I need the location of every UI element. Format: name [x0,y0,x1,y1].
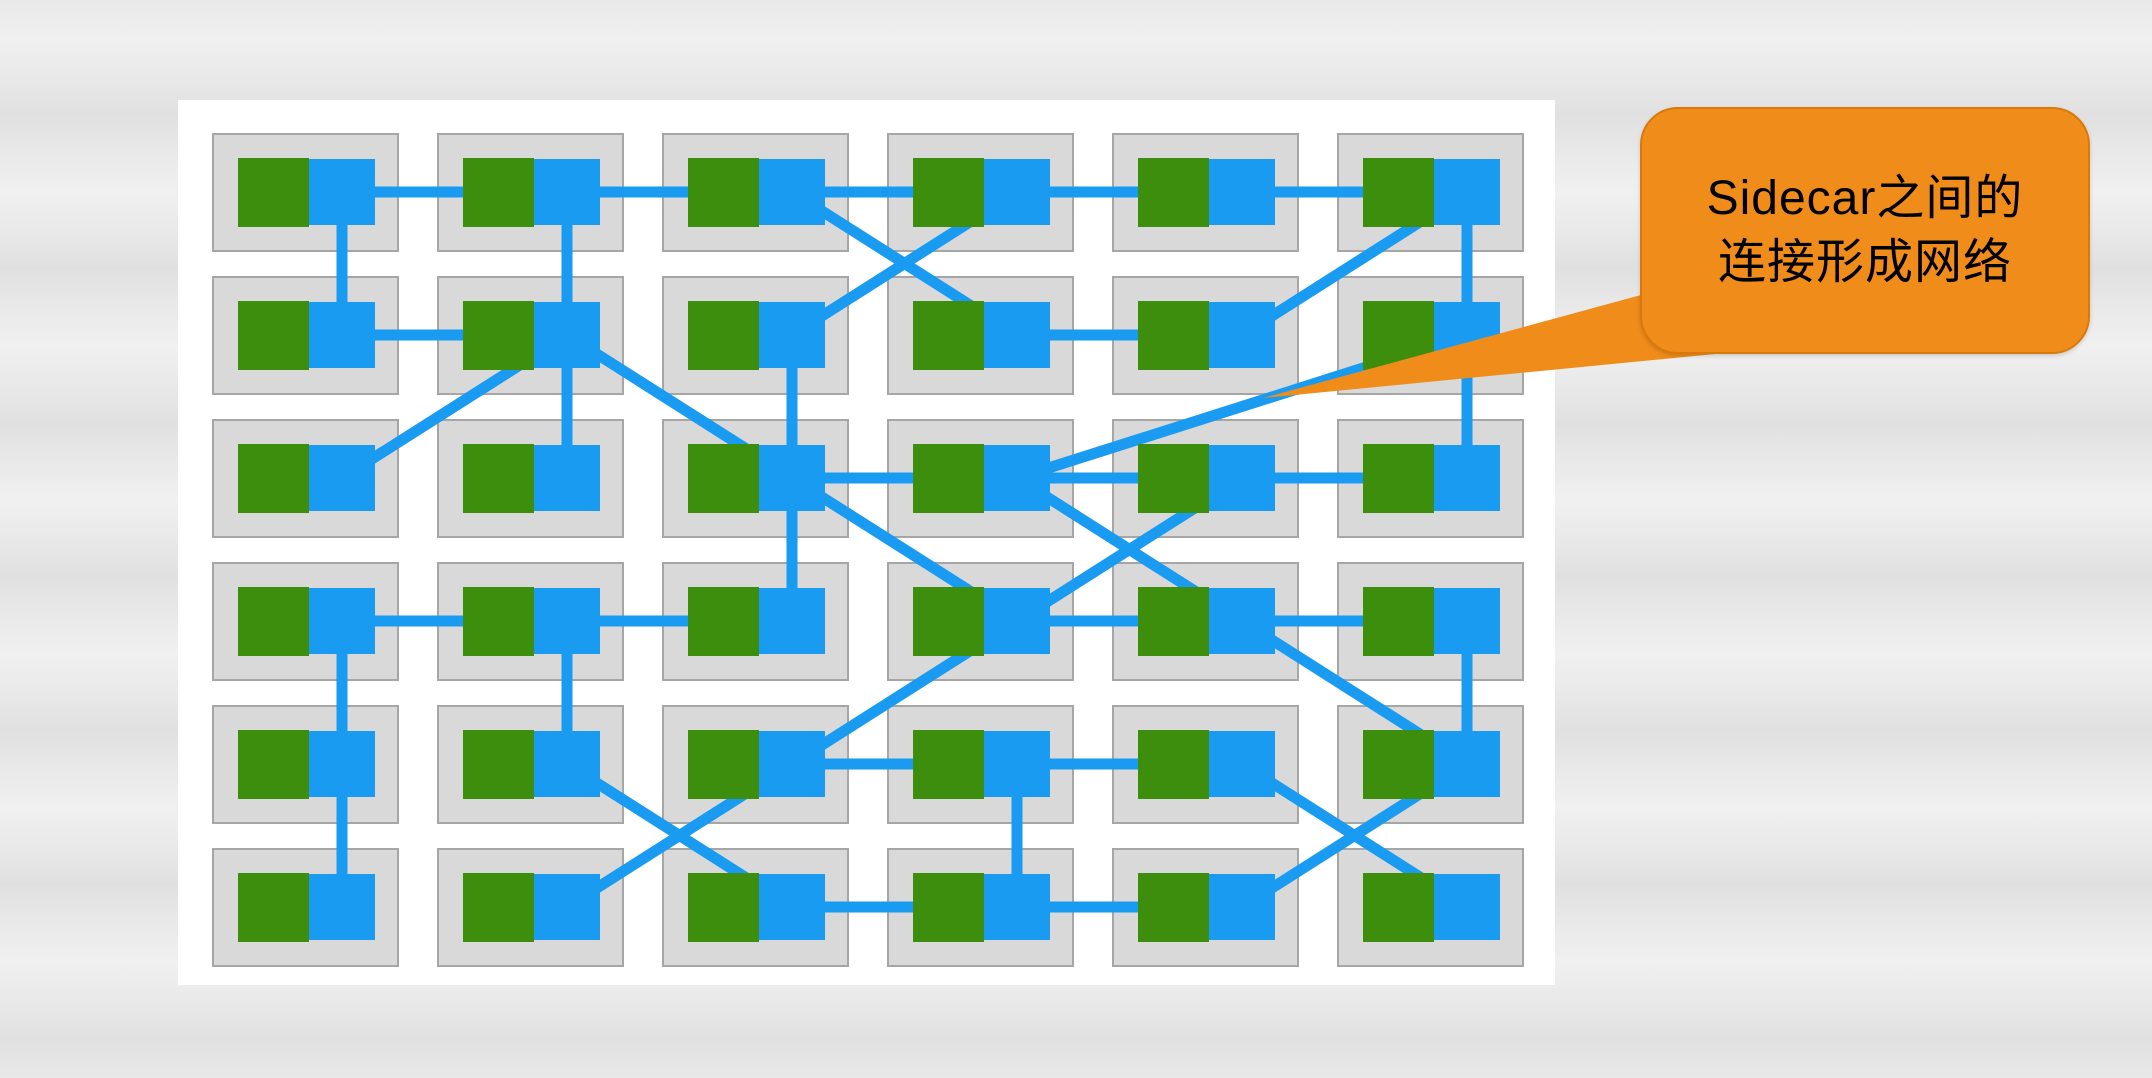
service-square [238,873,309,942]
service-square [1363,730,1434,799]
sidecar-square [1434,731,1500,797]
sidecar-square [1434,588,1500,654]
service-square [688,587,759,656]
sidecar-square [1209,731,1275,797]
sidecar-square [984,731,1050,797]
sidecar-square [759,874,825,940]
mesh-panel [178,100,1555,985]
sidecar-square [1434,159,1500,225]
sidecar-square [1209,159,1275,225]
service-square [913,158,984,227]
sidecar-square [984,159,1050,225]
sidecar-square [309,159,375,225]
service-square [913,301,984,370]
sidecar-square [1434,302,1500,368]
service-square [688,301,759,370]
service-square [688,444,759,513]
sidecar-square [984,874,1050,940]
sidecar-square [534,731,600,797]
service-square [913,873,984,942]
service-square [463,158,534,227]
service-square [913,587,984,656]
service-square [688,730,759,799]
mesh-svg [212,133,1524,967]
service-square [688,873,759,942]
sidecar-square [309,874,375,940]
sidecar-square [1209,445,1275,511]
sidecar-square [534,159,600,225]
service-square [238,730,309,799]
service-square [913,730,984,799]
service-square [463,301,534,370]
sidecar-square [534,588,600,654]
sidecar-square [309,588,375,654]
service-square [1363,873,1434,942]
service-square [463,873,534,942]
service-square [1138,873,1209,942]
service-square [463,730,534,799]
sidecar-square [759,731,825,797]
service-square [1138,730,1209,799]
service-square [1138,444,1209,513]
sidecar-square [1209,302,1275,368]
sidecar-square [759,159,825,225]
service-square [1363,587,1434,656]
callout-text-line2: 连接形成网络 [1717,235,2012,289]
sidecar-square [759,302,825,368]
sidecar-square [984,302,1050,368]
sidecar-square [759,445,825,511]
callout-text-line1: Sidecar之间的 [1706,172,2024,226]
callout-bubble: Sidecar之间的 连接形成网络 [1640,107,2090,354]
sidecar-square [309,445,375,511]
service-square [1363,444,1434,513]
sidecar-square [534,874,600,940]
sidecar-square [534,445,600,511]
service-square [238,301,309,370]
service-square [238,444,309,513]
sidecar-square [1209,874,1275,940]
service-square [463,587,534,656]
service-square [1138,158,1209,227]
service-square [1363,301,1434,370]
service-square [1363,158,1434,227]
sidecar-square [309,731,375,797]
sidecar-square [984,445,1050,511]
sidecar-square [534,302,600,368]
service-square [688,158,759,227]
sidecar-square [309,302,375,368]
service-square [1138,587,1209,656]
service-square [463,444,534,513]
sidecar-square [1209,588,1275,654]
sidecar-square [1434,445,1500,511]
service-square [1138,301,1209,370]
sidecar-square [984,588,1050,654]
service-square [913,444,984,513]
sidecar-square [1434,874,1500,940]
service-square [238,158,309,227]
service-square [238,587,309,656]
sidecar-square [759,588,825,654]
